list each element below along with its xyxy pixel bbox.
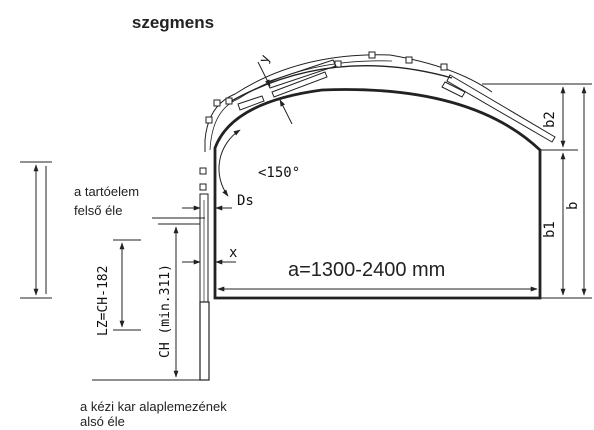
support-stand	[199, 193, 210, 381]
outer-arc	[204, 54, 493, 152]
y-dimension	[257, 61, 293, 125]
segment-profile	[213, 88, 542, 300]
b2-label: b2	[542, 111, 558, 128]
bolt	[225, 97, 233, 105]
ds-label: Ds	[237, 193, 254, 209]
bolt	[405, 56, 413, 64]
arc-bolts	[199, 51, 448, 191]
kar-label-line1: a kézi kar alaplemezének	[80, 399, 227, 414]
bolt	[440, 63, 448, 71]
lz-dimension	[113, 239, 141, 331]
tartoelem-label-line1: a tartóelem	[74, 184, 139, 199]
angle-label: <150°	[258, 165, 300, 181]
tray-right-long	[446, 74, 556, 143]
ch-label: CH (min.311)	[158, 264, 173, 358]
inner-arc-liner	[225, 65, 453, 105]
stand-lower	[199, 301, 210, 381]
lz-label: LZ=CH-182	[96, 266, 111, 336]
right-extension-lines	[482, 83, 592, 299]
tartoelem-label-line2: felső éle	[74, 203, 122, 218]
angle-arc	[218, 129, 241, 197]
x-label: x	[229, 245, 237, 261]
width-a-label: a=1300-2400 mm	[288, 259, 445, 281]
tray-left-lower	[271, 71, 328, 98]
bolt	[199, 167, 207, 175]
diagram-title: szegmens	[132, 13, 214, 32]
b-label: b	[565, 202, 581, 210]
ch-dimension	[92, 223, 204, 381]
cable-trays	[237, 59, 556, 143]
outer-arc-inner-line	[209, 60, 393, 151]
bolt	[368, 51, 376, 59]
b1-label: b1	[542, 221, 558, 238]
tray-small	[237, 95, 265, 111]
bolt	[199, 183, 207, 191]
kar-label-line2: alsó éle	[80, 414, 125, 429]
tray-right-small	[441, 81, 466, 98]
left-dimension-block	[20, 161, 52, 299]
bolt	[205, 116, 213, 124]
bolt	[213, 99, 221, 107]
